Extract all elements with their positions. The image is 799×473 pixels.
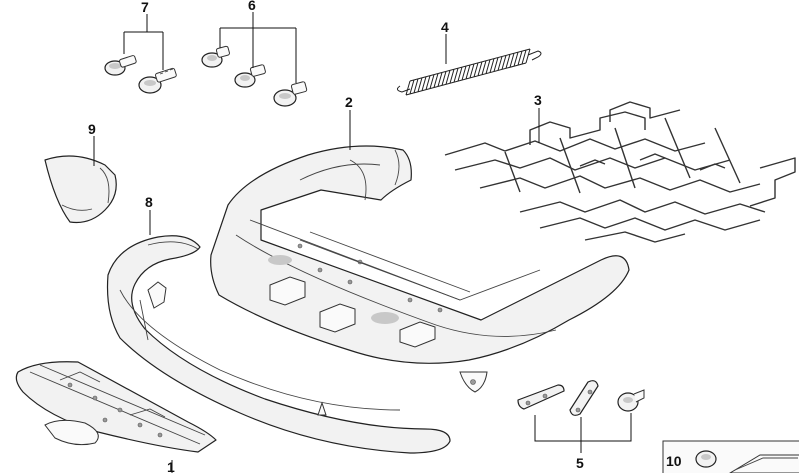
screw-6c: [273, 81, 308, 107]
callout-10: 10: [666, 453, 682, 469]
bracket-5a: [517, 384, 565, 410]
wire-spring-mat-part-3: [444, 101, 796, 243]
tension-spring-part-4: [396, 48, 542, 96]
seat-pan-part-2: [210, 145, 630, 393]
callout-1: 1: [167, 459, 175, 473]
screw-7b: [138, 67, 177, 94]
side-cover-part-9: [44, 155, 117, 224]
bracket-part-5: [517, 380, 645, 416]
lower-cover-part-1: [15, 361, 217, 453]
callout-6: 6: [248, 0, 256, 13]
callout-4: 4: [441, 19, 449, 35]
screw-7a: [104, 55, 137, 76]
callout-8: 8: [145, 194, 153, 210]
callout-labels: 7 6 4 2 3 9 8 5 10 1: [88, 0, 682, 473]
part-10-box: [662, 440, 799, 473]
nut-5c: [617, 389, 645, 412]
screw-part-6: [201, 45, 308, 107]
callout-7: 7: [141, 0, 149, 15]
leader-lines: [93, 12, 632, 473]
front-trim-part-8: [106, 235, 451, 454]
callout-5: 5: [576, 455, 584, 471]
screw-6b: [234, 64, 266, 88]
callout-9: 9: [88, 121, 96, 137]
callout-3: 3: [534, 92, 542, 108]
bracket-5b: [569, 380, 599, 416]
screw-part-7: [104, 55, 177, 94]
screw-6a: [201, 45, 230, 68]
callout-2: 2: [345, 94, 353, 110]
